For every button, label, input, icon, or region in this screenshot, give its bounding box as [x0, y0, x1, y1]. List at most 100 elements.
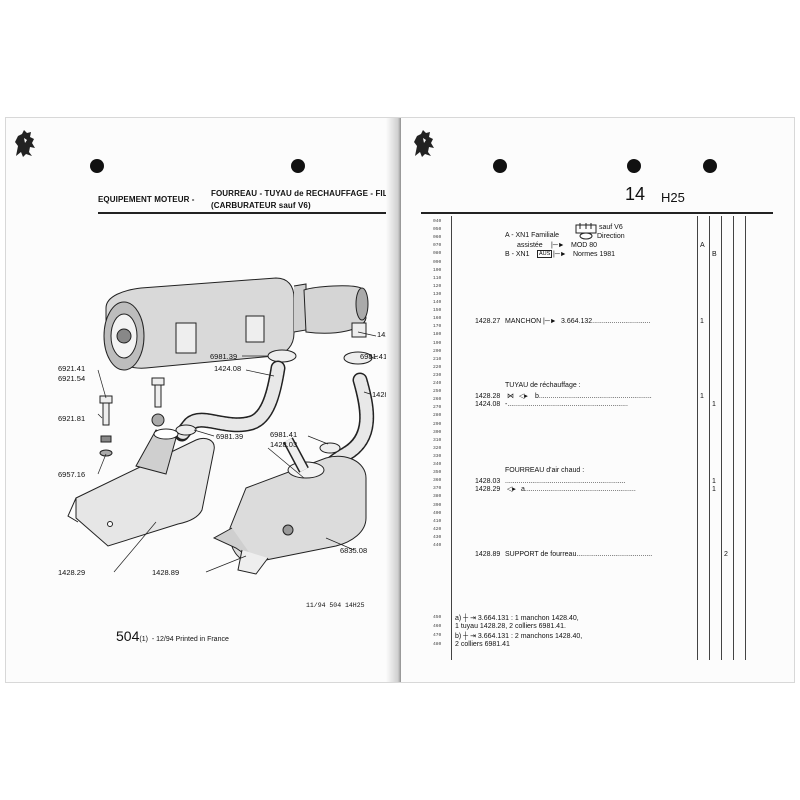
open-book: EQUIPEMENT MOTEUR - FOURREAU - TUYAU de …	[6, 118, 794, 682]
binder-hole	[703, 159, 717, 173]
section-number: 14	[625, 184, 646, 204]
row-number: 190	[433, 340, 442, 346]
part-label: 1428.28	[372, 390, 399, 399]
clamp	[319, 442, 341, 454]
part-note: 3.664.132..............................	[561, 318, 651, 325]
column-divider	[745, 216, 746, 660]
column-b-mark: B	[712, 251, 717, 258]
row-number: 440	[433, 543, 442, 548]
peugeot-lion-logo	[414, 130, 434, 157]
row-number: 410	[433, 518, 442, 524]
part-label: 6981.39	[216, 432, 244, 441]
variant-b-normes: Normes 1981	[573, 251, 616, 258]
binder-hole	[627, 159, 641, 173]
page-title-line2: (CARBURATEUR sauf V6)	[211, 201, 311, 210]
quantity: 1	[712, 486, 716, 493]
quantity: 1	[712, 401, 716, 408]
part-description: b.......................................…	[535, 393, 652, 400]
clamp	[267, 349, 297, 363]
part-number: 1428.03	[475, 478, 501, 485]
column-divider	[709, 216, 710, 660]
part-label: 6921.41	[58, 364, 86, 373]
part-label: 1428.03	[270, 440, 298, 449]
part-number: 1428.27	[475, 318, 501, 325]
row-number: 480	[433, 642, 442, 647]
part-number: 1428.28	[475, 393, 501, 400]
column-divider	[697, 216, 698, 660]
row-number: 320	[433, 445, 442, 451]
row-number: 230	[433, 372, 442, 378]
variant-a-assistee: assistée	[517, 242, 543, 249]
variant-b-box: AUS	[537, 250, 553, 258]
row-number: 150	[433, 308, 442, 314]
left-page: EQUIPEMENT MOTEUR - FOURREAU - TUYAU de …	[6, 118, 399, 682]
steering-wheel-icon	[579, 232, 593, 240]
binder-hole	[90, 159, 104, 173]
footnote: 2 colliers 6981.41	[455, 641, 510, 648]
footnote: a) ┼ ⇥ 3.664.131 : 1 manchon 1428.40,	[455, 615, 579, 622]
part-label: 6921.81	[58, 414, 86, 423]
row-number: 390	[433, 502, 442, 508]
part-description: SUPPORT de fourreau.....................…	[505, 551, 653, 558]
row-number: 140	[433, 300, 442, 305]
header-rule	[98, 212, 396, 214]
row-number: 210	[433, 356, 442, 362]
header-rule	[421, 212, 773, 214]
row-number: 290	[433, 421, 442, 427]
row-number: 100	[433, 267, 442, 273]
variant-a-mod: MOD 80	[571, 242, 598, 249]
footnote: 1 tuyau 1428.28, 2 colliers 6981.41.	[455, 623, 566, 630]
part-label: 1424.08	[214, 364, 242, 373]
row-number: 300	[433, 429, 442, 435]
part-number: 1428.89	[475, 551, 501, 558]
row-number: 270	[433, 405, 442, 411]
row-number: 120	[433, 283, 442, 289]
row-number: 360	[433, 478, 442, 484]
page-reference: 11/94 504 14H25	[306, 602, 365, 609]
pointer-icon: ◁▸	[507, 486, 516, 493]
part-description: -.......................................…	[505, 401, 628, 408]
row-number: 340	[433, 462, 442, 467]
pointer-icon: ◁▸	[519, 393, 528, 400]
row-number: 200	[433, 348, 442, 354]
quantity: 1	[700, 318, 704, 325]
row-number: 310	[433, 437, 442, 443]
row-number: 420	[433, 526, 442, 532]
row-number: 080	[433, 251, 442, 257]
variant-a-sauf: sauf V6	[599, 224, 623, 231]
page-title-line1: FOURREAU - TUYAU de RECHAUFFAGE - FILTRE…	[211, 189, 399, 198]
exhaust-muffler	[212, 437, 367, 575]
part-label: 6981.41	[270, 430, 298, 439]
row-number: 400	[433, 510, 442, 516]
part-label: 6957.16	[58, 470, 86, 479]
part-description: a.......................................…	[521, 486, 636, 493]
part-label: 6981.39	[210, 352, 238, 361]
column-divider	[721, 216, 722, 660]
row-number: 250	[433, 389, 442, 395]
row-number: 110	[433, 275, 442, 281]
section-title: EQUIPEMENT MOTEUR -	[98, 195, 195, 204]
row-number: 040	[433, 219, 442, 224]
peugeot-lion-logo	[15, 130, 35, 157]
row-number: 260	[433, 397, 442, 403]
quantity: 1	[700, 393, 704, 400]
arrow-from-icon: |─►	[551, 242, 565, 249]
row-number: 130	[433, 291, 442, 297]
row-number: 330	[433, 453, 442, 459]
page-footer: 504(1) - 12/94 Printed in France	[116, 628, 229, 644]
part-number: 1428.29	[475, 486, 501, 493]
parts-diagram	[67, 277, 379, 575]
binder-hole	[493, 159, 507, 173]
air-filter	[103, 277, 369, 371]
part-number: 1424.08	[475, 401, 501, 408]
row-number: 240	[433, 381, 442, 386]
part-label: 1428.89	[152, 568, 180, 577]
group-heading: FOURREAU d'air chaud :	[505, 467, 585, 474]
clamp	[175, 424, 197, 436]
quantity: 1	[712, 478, 716, 485]
row-number: 070	[433, 243, 442, 249]
part-label: 1428.29	[58, 568, 86, 577]
bolt	[151, 377, 165, 427]
group-heading: TUYAU de réchauffage :	[505, 382, 581, 389]
clamp	[343, 351, 373, 365]
